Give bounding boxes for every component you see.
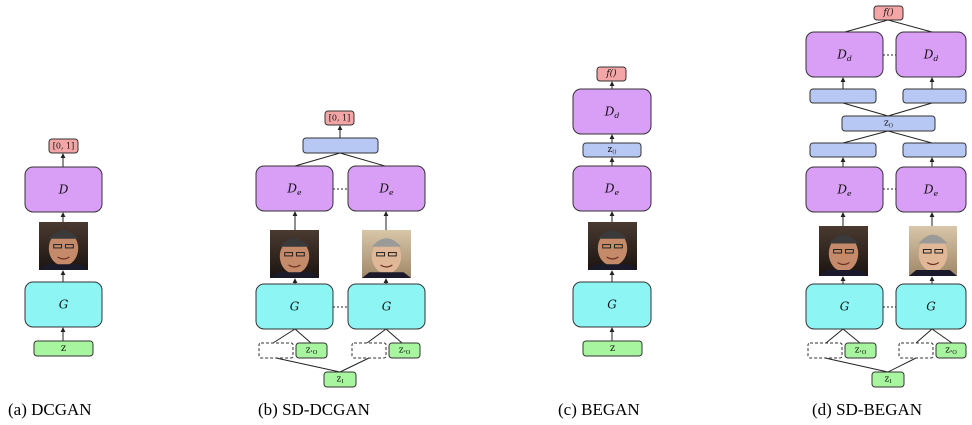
sdbegan-generator-2: G: [895, 283, 967, 330]
label-f: f(): [605, 68, 617, 79]
label-zAE: z(): [884, 119, 893, 130]
label-zO1: z¹O: [306, 346, 318, 356]
sdbegan-line-b1: [915, 328, 933, 344]
label-De: De: [378, 182, 394, 197]
dcgan-face: [39, 222, 88, 270]
label-G: G: [926, 300, 936, 314]
sddcgan-line-de1-join: [294, 152, 341, 167]
sddcgan-line-b2: [385, 328, 403, 344]
sdbegan-zo2: z²O: [935, 342, 967, 359]
began-generator: G: [572, 281, 652, 328]
sddcgan-output: [0, 1]: [324, 110, 355, 126]
label-G: G: [607, 298, 617, 312]
sddcgan-zi: zI: [323, 371, 357, 388]
sdbegan-face-1: [819, 226, 868, 276]
sdbegan-zi: zI: [871, 371, 905, 388]
label-Dd: Dd: [923, 48, 939, 63]
label-G: G: [840, 300, 850, 314]
label-z: z: [61, 343, 66, 354]
sdbegan-split-1: [809, 88, 877, 104]
sdbegan-zi-slot-1: [807, 342, 843, 359]
sdbegan-line-dd2-out: [887, 19, 933, 33]
caption-sd-dcgan: (b) SD-DCGAN: [258, 400, 370, 419]
label-De: De: [604, 182, 620, 197]
caption-began: (c) BEGAN: [558, 400, 640, 419]
sddcgan-line-de2-join: [339, 152, 386, 167]
began-encoder: De: [572, 165, 652, 212]
sddcgan-face-1: [270, 230, 319, 278]
dcgan-z: z: [33, 340, 94, 357]
sdbegan-encoder-1: De: [805, 166, 884, 213]
sddcgan-zi-slot-2: [351, 342, 387, 359]
label-zAE: z(): [607, 145, 616, 156]
sddcgan-encoder-2: De: [347, 165, 426, 212]
label-G: G: [59, 298, 69, 312]
label-unit_interval: [0, 1]: [329, 114, 351, 123]
dcgan-output: [0, 1]: [48, 138, 79, 154]
sdbegan-encoder-2: De: [895, 166, 967, 213]
sdbegan-zi-slot-2: [898, 342, 934, 359]
sddcgan-face-2: [362, 230, 411, 278]
label-D: D: [58, 183, 69, 197]
sdbegan-line-a2: [842, 328, 861, 344]
sdbegan-face-2: [909, 226, 957, 276]
sddcgan-zo2: z²O: [388, 342, 421, 359]
sddcgan-zo1: z¹O: [295, 342, 328, 359]
sdbegan-line-z-s1: [842, 102, 889, 117]
label-Dd: Dd: [604, 105, 620, 120]
caption-dcgan: (a) DCGAN: [8, 400, 92, 419]
sdbegan-merge-2: [902, 142, 967, 158]
label-zO1: z¹O: [855, 346, 867, 356]
sdbegan-decoder-1: Dd: [805, 31, 884, 78]
label-zO2: z²O: [945, 346, 957, 356]
label-unit_interval: [0, 1]: [53, 142, 75, 151]
dcgan-generator: G: [24, 281, 103, 328]
sdbegan-line-z-s2: [887, 102, 933, 117]
label-Dd: Dd: [836, 48, 852, 63]
sdbegan-generator-1: G: [805, 283, 884, 330]
label-z: z: [610, 343, 615, 354]
sdbegan-output: f(): [873, 5, 904, 21]
sddcgan-encoder-1: De: [255, 165, 334, 212]
sddcgan-line-b1: [366, 328, 387, 344]
sddcgan-line-zi-1: [275, 357, 341, 373]
sdbegan-decoder-2: Dd: [895, 31, 967, 78]
began-z: z: [582, 340, 643, 357]
sdbegan-line-m1-z: [842, 130, 889, 144]
sddcgan-line-zi-2: [339, 357, 370, 373]
sdbegan-split-2: [902, 88, 967, 104]
sddcgan-zi-slot-1: [258, 342, 294, 359]
sdbegan-latent: z(): [841, 115, 936, 132]
sddcgan-line-a1: [272, 328, 296, 344]
label-G: G: [290, 300, 300, 314]
caption-sd-began: (d) SD-BEGAN: [812, 400, 923, 419]
sddcgan-generator-1: G: [255, 283, 334, 330]
sdbegan-line-zi-1: [824, 357, 889, 373]
label-De: De: [923, 183, 939, 198]
label-G: G: [382, 300, 392, 314]
sdbegan-line-m2-z: [887, 130, 933, 144]
began-decoder: Dd: [572, 88, 652, 135]
label-zI: zI: [336, 375, 343, 386]
label-De: De: [836, 183, 852, 198]
sddcgan-join: [302, 137, 379, 154]
sdbegan-line-a1: [825, 328, 844, 344]
sdbegan-merge-1: [809, 142, 877, 158]
sdbegan-line-b2: [931, 328, 953, 344]
sdbegan-line-zi-2: [887, 357, 917, 373]
began-latent: z(): [582, 142, 642, 158]
sddcgan-line-a2: [294, 328, 312, 344]
label-zI: zI: [884, 375, 891, 386]
began-output: f(): [596, 66, 627, 82]
sdbegan-line-dd1-out: [844, 19, 889, 33]
label-f: f(): [882, 7, 894, 18]
began-face: [588, 222, 637, 270]
dcgan-discriminator: D: [24, 166, 103, 213]
label-De: De: [286, 182, 302, 197]
sdbegan-zo1: z¹O: [844, 342, 877, 359]
label-zO2: z²O: [399, 346, 411, 356]
sddcgan-generator-2: G: [347, 283, 426, 330]
